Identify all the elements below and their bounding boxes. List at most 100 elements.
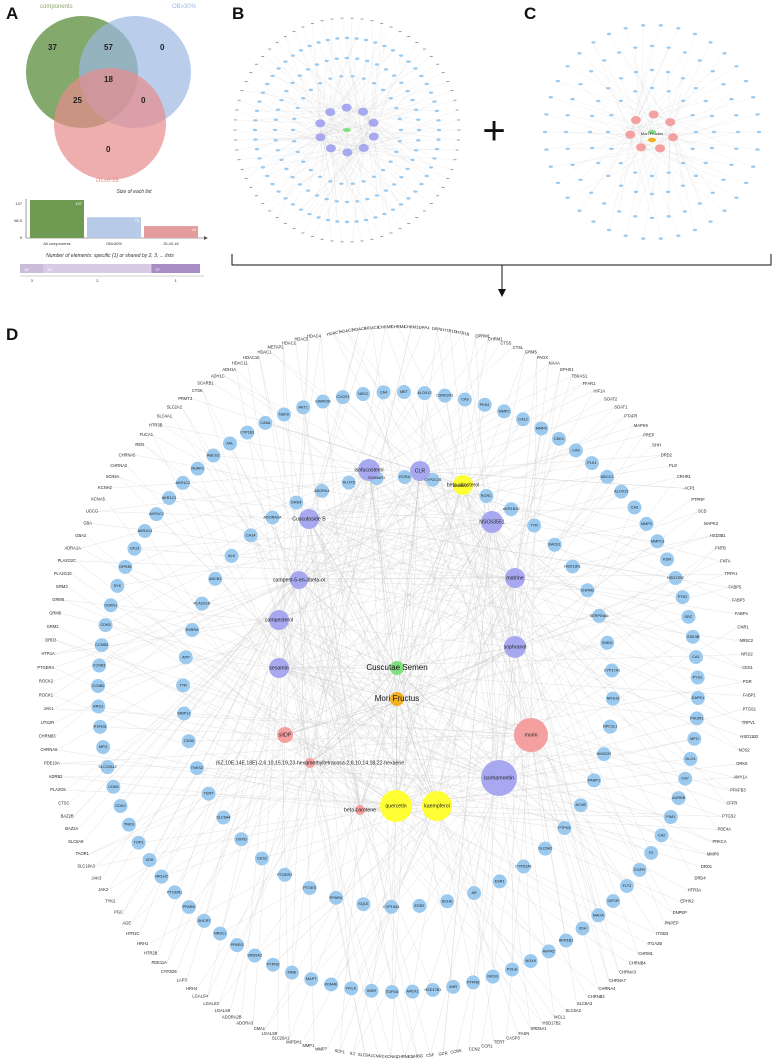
- edge: [267, 83, 364, 148]
- edge: [320, 56, 432, 138]
- target-label-mark: [415, 42, 419, 43]
- target-label: CDK5: [100, 623, 110, 627]
- edge: [373, 136, 413, 160]
- target-node: [283, 60, 288, 63]
- interaction-edge: [92, 523, 516, 579]
- target-node: [565, 65, 570, 68]
- interaction-edge: [236, 484, 464, 946]
- target-node: [424, 174, 429, 178]
- compound-node: [315, 119, 326, 128]
- edge: [640, 114, 758, 148]
- target-node: [618, 161, 624, 165]
- interaction-edge: [530, 734, 567, 941]
- compound-node: [410, 461, 430, 481]
- target-label: TOP1: [134, 841, 144, 845]
- outer-target-label: HDAC2: [282, 340, 297, 345]
- outer-target-label: HDAC8: [352, 326, 367, 333]
- interaction-edge: [530, 734, 610, 981]
- interaction-edge: [395, 425, 635, 807]
- interaction-edge: [65, 790, 438, 807]
- interaction-edge: [192, 577, 516, 631]
- edge: [299, 152, 348, 185]
- target-label: XDH: [579, 926, 587, 930]
- interaction-edge: [188, 734, 532, 742]
- edge: [320, 38, 357, 124]
- herb-compound-edge: [396, 667, 438, 807]
- target-node: [504, 502, 519, 517]
- target-node: [275, 149, 281, 152]
- edge: [330, 19, 333, 113]
- outer-target-label: PLA2G2C: [58, 558, 76, 563]
- interaction-edge: [128, 469, 370, 825]
- interaction-edge: [298, 579, 627, 887]
- herb-compound-edge: [309, 698, 398, 764]
- target-label: NEK6: [279, 413, 289, 417]
- edge: [320, 137, 408, 169]
- edge: [303, 98, 374, 137]
- target-node: [276, 67, 281, 70]
- outer-target-label: DPP4: [419, 325, 431, 331]
- outer-target-label: KCNK1: [384, 1054, 398, 1059]
- interaction-edge: [94, 521, 493, 867]
- target-label-mark: [415, 217, 419, 218]
- target-label-mark: [240, 169, 244, 170]
- outer-target-label: CHRNB2: [588, 994, 606, 999]
- target-label: TNKS2: [191, 766, 203, 770]
- edge: [373, 136, 385, 215]
- target-label: PPARG: [231, 943, 244, 947]
- bar-chart-title: Size of each list: [116, 189, 152, 195]
- compound-node: [635, 143, 646, 152]
- interaction-edge: [419, 470, 698, 678]
- edge: [346, 57, 364, 112]
- edge-layer-d: [52, 326, 743, 1057]
- target-label: ADORA2A: [263, 515, 282, 519]
- interaction-edge: [117, 585, 286, 736]
- edge: [580, 119, 636, 180]
- target-node: [729, 163, 734, 167]
- target-label: GPR35: [119, 565, 131, 569]
- interaction-edge: [514, 577, 683, 598]
- edge: [242, 152, 348, 170]
- edge: [259, 101, 348, 153]
- interaction-edge: [514, 369, 561, 579]
- target-node: [283, 197, 288, 200]
- interaction-edge: [514, 577, 736, 614]
- outer-target-label: HRH4: [186, 986, 198, 991]
- interaction-edge: [424, 393, 500, 779]
- target-node: [290, 175, 295, 179]
- target-node: [640, 237, 646, 240]
- herb-compound-edge: [396, 667, 500, 779]
- target-label: AKR1C4: [137, 529, 152, 533]
- interaction-edge: [220, 777, 500, 934]
- compound-label: quercetin: [385, 803, 406, 809]
- target-node: [588, 69, 594, 73]
- target-label: BACE1: [548, 543, 560, 547]
- target-node: [434, 147, 440, 151]
- outer-target-label: LAP3: [177, 978, 188, 983]
- edge: [277, 109, 374, 137]
- interaction-edge: [301, 805, 438, 1043]
- outer-target-label: ADH1A: [222, 367, 236, 372]
- interaction-edge: [181, 407, 397, 807]
- interaction-edge: [342, 397, 421, 472]
- outer-target-label: CTSS: [500, 341, 511, 346]
- edge: [322, 20, 347, 108]
- target-node: [721, 178, 726, 181]
- target-label: DAPK1: [692, 696, 704, 700]
- target-node: [623, 27, 628, 30]
- interaction-edge: [284, 470, 421, 875]
- outer-target-label: AMY1A: [733, 774, 747, 779]
- interaction-edge: [308, 518, 698, 699]
- compound-label: NSC63551: [479, 519, 504, 525]
- interaction-edge: [309, 416, 625, 764]
- target-node: [604, 663, 619, 678]
- target-node: [388, 97, 393, 100]
- interaction-edge: [498, 777, 531, 1029]
- interaction-edge: [65, 484, 464, 791]
- panel-label-c: C: [524, 4, 537, 23]
- interaction-edge: [105, 624, 500, 779]
- interaction-edge: [128, 646, 516, 825]
- compound-node: [665, 118, 676, 127]
- edge: [635, 72, 654, 115]
- herb-compound-edge: [298, 579, 398, 669]
